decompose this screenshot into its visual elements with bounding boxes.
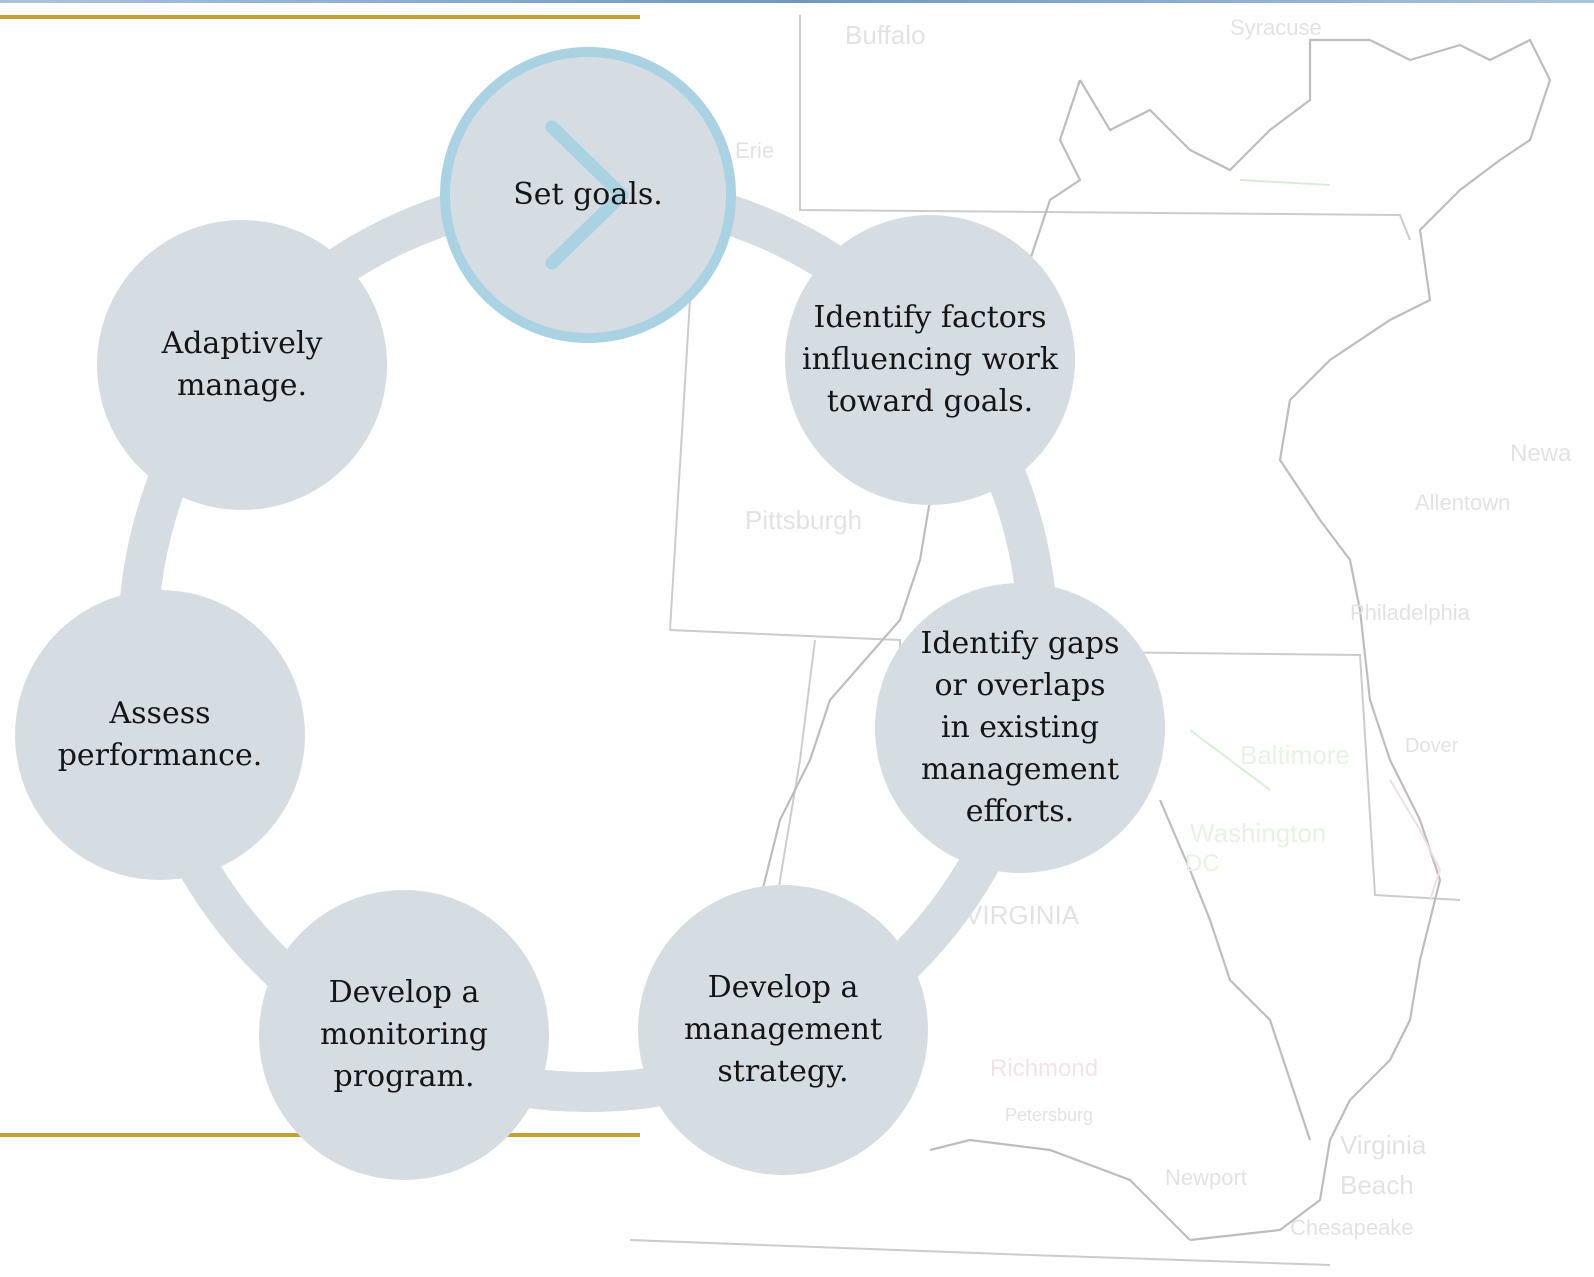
step-label-line: monitoring: [319, 1017, 488, 1052]
map-label-washington: Washington: [1190, 818, 1327, 848]
watershed-map-background: Buffalo Syracuse Erie Pittsburgh Allento…: [629, 0, 1594, 1277]
step-circle: [259, 890, 549, 1180]
map-label-virginia-beach-line2: Beach: [1340, 1170, 1414, 1200]
step-circle: [875, 583, 1165, 873]
top-rule: [0, 0, 1594, 3]
step-label-line: Identify gaps: [920, 626, 1120, 661]
step-circle: [97, 220, 387, 510]
map-label-richmond: Richmond: [990, 1055, 1099, 1082]
map-label-virginia-beach-line1: Virginia: [1340, 1130, 1427, 1160]
step-label-line: in existing: [940, 710, 1100, 745]
map-label-baltimore: Baltimore: [1240, 740, 1350, 770]
map-label-chesapeake: Chesapeake: [1290, 1215, 1414, 1240]
step-label-line: Identify factors: [813, 300, 1047, 335]
step-node: [259, 890, 549, 1180]
step-label-line: manage.: [176, 368, 308, 403]
map-label-buffalo: Buffalo: [845, 20, 926, 50]
step-label-line: management: [683, 1012, 883, 1047]
map-label-syracuse: Syracuse: [1230, 15, 1322, 40]
gold-divider-top: [0, 15, 640, 19]
step-label-line: program.: [333, 1059, 475, 1094]
step-label: Set goals.: [443, 174, 733, 216]
map-label-newport: Newport: [1165, 1165, 1247, 1190]
step-label-line: or overlaps: [934, 668, 1106, 703]
map-label-virginia: VIRGINIA: [965, 900, 1080, 930]
step-label-line: strategy.: [717, 1054, 849, 1089]
map-label-erie: Erie: [735, 138, 775, 163]
step-node: [785, 215, 1075, 505]
step-node: [97, 220, 387, 510]
step-label-line: Set goals.: [513, 177, 663, 212]
step-label-line: Adaptively: [161, 326, 323, 361]
step-node: [638, 885, 928, 1175]
step-circle: [638, 885, 928, 1175]
step-label-line: performance.: [57, 738, 263, 773]
chevron-right-icon: [545, 120, 629, 270]
map-label-dc: DC: [1185, 850, 1220, 877]
map-label-allentown: Allentown: [1415, 490, 1511, 515]
step-label-line: influencing work: [801, 342, 1059, 377]
step-node: [15, 590, 305, 880]
map-label-newark: Newa: [1510, 440, 1572, 467]
step-label-line: efforts.: [965, 794, 1075, 829]
step-label: Assess performance.: [15, 693, 305, 777]
step-circle: [440, 47, 736, 343]
step-label: Adaptively manage.: [97, 323, 387, 407]
step-label-line: Develop a: [328, 975, 480, 1010]
step-label: Develop a management strategy.: [638, 967, 928, 1093]
map-label-pittsburgh: Pittsburgh: [745, 505, 863, 535]
step-label-line: Assess: [109, 696, 211, 731]
step-node: [875, 583, 1165, 873]
map-label-philadelphia: Philadelphia: [1350, 600, 1470, 625]
step-circle: [15, 590, 305, 880]
step-node-start: [440, 47, 736, 343]
step-label-line: toward goals.: [826, 384, 1034, 419]
map-label-petersburg: Petersburg: [1005, 1105, 1094, 1125]
map-outline: [629, 15, 1552, 1266]
step-label-line: Develop a: [707, 970, 859, 1005]
step-label: Develop a monitoring program.: [259, 972, 549, 1098]
step-label: Identify factors influencing work toward g…: [785, 297, 1075, 423]
step-label-line: management: [920, 752, 1120, 787]
step-label: Identify gaps or overlaps in existing manag…: [875, 623, 1165, 833]
map-label-dover: Dover: [1405, 735, 1459, 757]
step-circle: [785, 215, 1075, 505]
